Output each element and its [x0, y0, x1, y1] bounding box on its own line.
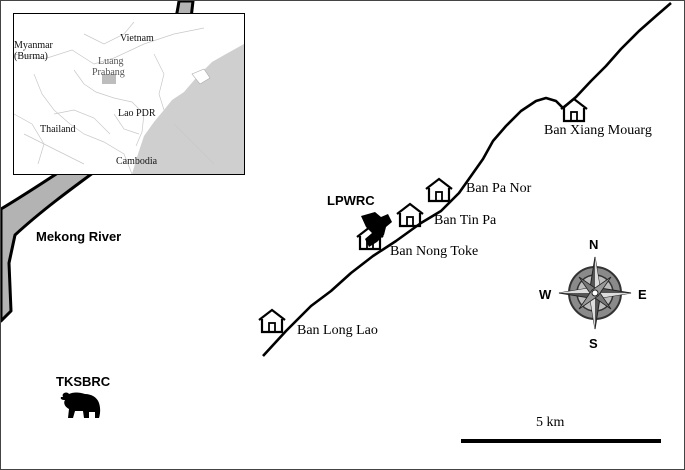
facility-label-lpwrc: LPWRC: [327, 193, 375, 208]
village-label-ban-xiang-mouarg: Ban Xiang Mouarg: [544, 123, 652, 138]
facility-label-tksbrc: TKSBRC: [56, 374, 111, 389]
inset-label-thailand: Thailand: [40, 124, 76, 135]
village-label-ban-tin-pa: Ban Tin Pa: [434, 213, 497, 228]
inset-label-myanmar: Myanmar: [14, 40, 53, 51]
bear-icon: [60, 392, 101, 418]
compass-label-w: W: [539, 287, 552, 302]
inset-luang-prabang-area: [102, 74, 116, 84]
compass-label-n: N: [589, 237, 599, 252]
inset-sea: [132, 44, 244, 174]
river-label: Mekong River: [36, 229, 122, 244]
house-icon: [425, 177, 453, 203]
compass-label-e: E: [638, 287, 647, 302]
inset-label-prabang: Prabang: [92, 67, 125, 78]
village-label-ban-long-lao: Ban Long Lao: [297, 323, 378, 338]
inset-label-lao-pdr: Lao PDR: [118, 108, 156, 119]
house-icon: [356, 225, 384, 251]
lpwrc-area: [361, 212, 392, 247]
house-icon: [560, 97, 588, 123]
house-icon: [396, 202, 424, 228]
compass-rose: [558, 256, 632, 330]
scale-label: 5 km: [536, 415, 565, 430]
village-label-ban-pa-nor: Ban Pa Nor: [466, 181, 532, 196]
inset-map: Myanmar (Burma) Vietnam Luang Prabang La…: [13, 13, 245, 175]
inset-map-svg: [14, 21, 244, 174]
inset-label-luang: Luang: [98, 56, 124, 67]
inset-borders: [14, 21, 215, 174]
inset-label-cambodia: Cambodia: [116, 156, 158, 167]
house-icon: [258, 308, 286, 334]
inset-label-vietnam: Vietnam: [120, 33, 154, 44]
compass-label-s: S: [589, 336, 598, 351]
inset-label-burma: (Burma): [14, 51, 48, 62]
inset-island: [191, 68, 211, 85]
village-label-ban-nong-toke: Ban Nong Toke: [390, 244, 479, 259]
road-line: [262, 2, 672, 357]
